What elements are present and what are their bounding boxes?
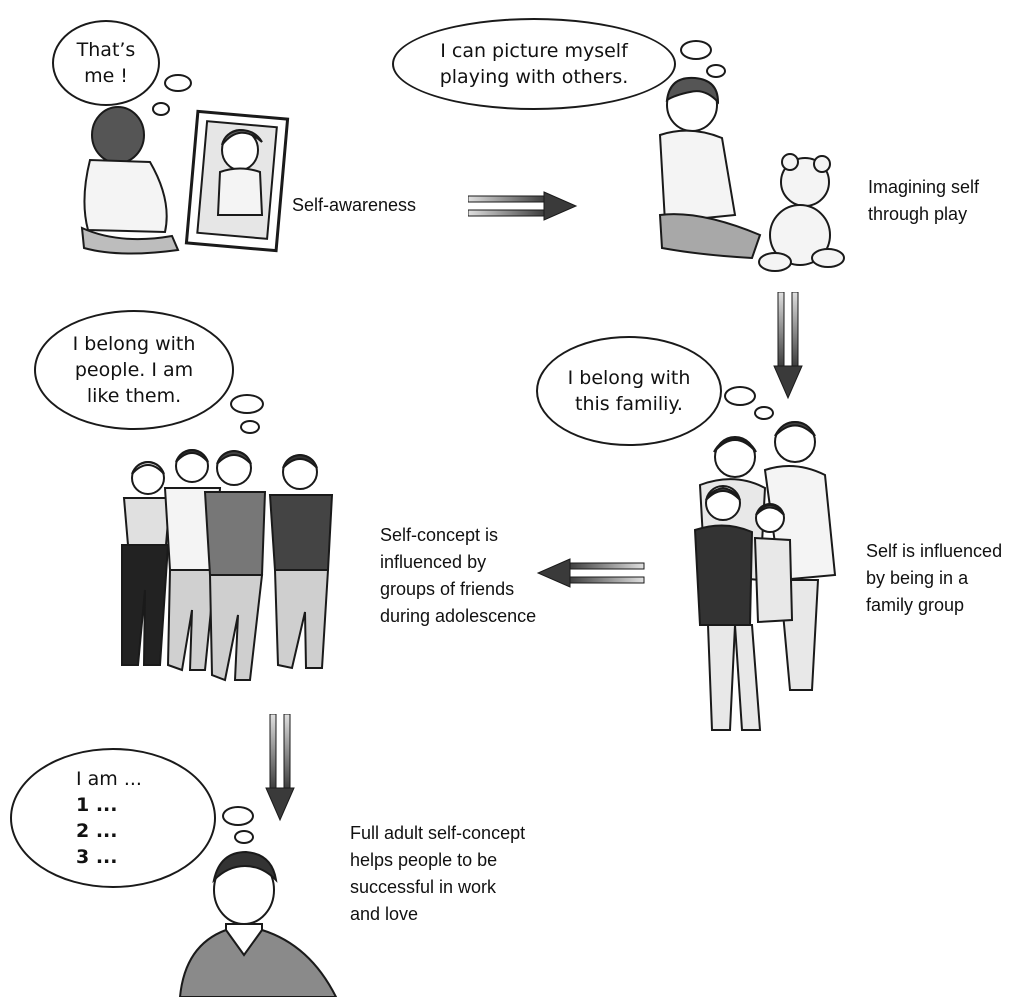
thought-line: I am ... — [76, 768, 142, 790]
thought-line: I can picture myself — [440, 40, 628, 62]
thought-dot — [754, 406, 774, 420]
caption-line: family group — [866, 595, 965, 615]
family-group-figure — [693, 420, 837, 731]
thought-line: me ! — [84, 65, 128, 87]
thought-line: people. I am — [74, 359, 194, 381]
thought-line: 1 ... — [76, 794, 118, 816]
caption-line: during adolescence — [380, 606, 537, 626]
thought-dot — [152, 102, 170, 116]
thought-line: 2 ... — [76, 820, 118, 842]
caption-line: Full adult self-concept — [350, 823, 526, 843]
caption-friends-groups: Self-concept is influenced by groups of … — [380, 522, 536, 630]
thought-dot — [706, 64, 726, 78]
thought-dot — [164, 74, 192, 92]
thought-bubble-adult-self-concept: I am ... 1 ... 2 ... 3 ... — [10, 748, 216, 888]
thought-line: I belong with — [567, 367, 691, 389]
arrow-right — [468, 191, 578, 221]
thought-line: like them. — [86, 385, 182, 407]
toddler-mirror-figure — [80, 106, 290, 255]
thought-dot — [222, 806, 254, 826]
thought-bubble-family-group: I belong with this familiy. — [536, 336, 722, 446]
thought-bubble-imagining-self: I can picture myself playing with others… — [392, 18, 676, 110]
caption-line: successful in work — [350, 877, 497, 897]
thought-dot — [234, 830, 254, 844]
caption-self-awareness: Self-awareness — [292, 192, 416, 219]
thought-line: playing with others. — [439, 66, 629, 88]
caption-line: Self-awareness — [292, 195, 417, 215]
thought-dot — [230, 394, 264, 414]
caption-adult-self-concept: Full adult self-concept helps people to … — [350, 820, 525, 928]
caption-line: helps people to be — [350, 850, 498, 870]
arrow-left — [536, 558, 645, 588]
thought-line: That’s — [76, 39, 136, 61]
caption-line: influenced by — [380, 552, 487, 572]
caption-line: groups of friends — [380, 579, 515, 599]
arrow-down-2 — [265, 714, 295, 822]
thought-bubble-self-awareness: That’s me ! — [52, 20, 160, 106]
arrow-down-1 — [773, 292, 803, 400]
caption-line: Self is influenced — [866, 541, 1003, 561]
thought-line: 3 ... — [76, 846, 118, 868]
thought-dot — [724, 386, 756, 406]
caption-line: Self-concept is — [380, 525, 499, 545]
caption-line: Imagining self — [868, 177, 980, 197]
child-teddy-figure — [658, 76, 845, 272]
caption-line: through play — [868, 204, 968, 224]
thought-dot — [680, 40, 712, 60]
caption-line: by being in a — [866, 568, 969, 588]
caption-family-group: Self is influenced by being in a family … — [866, 538, 1002, 619]
caption-imagining-self: Imagining self through play — [868, 174, 979, 228]
thought-line: I belong with — [72, 333, 196, 355]
thought-dot — [240, 420, 260, 434]
thought-bubble-friends-groups: I belong with people. I am like them. — [34, 310, 234, 430]
thought-line: this familiy. — [575, 393, 683, 415]
caption-line: and love — [350, 904, 419, 924]
adult-figure — [178, 850, 338, 997]
friends-group-figure — [121, 448, 334, 682]
